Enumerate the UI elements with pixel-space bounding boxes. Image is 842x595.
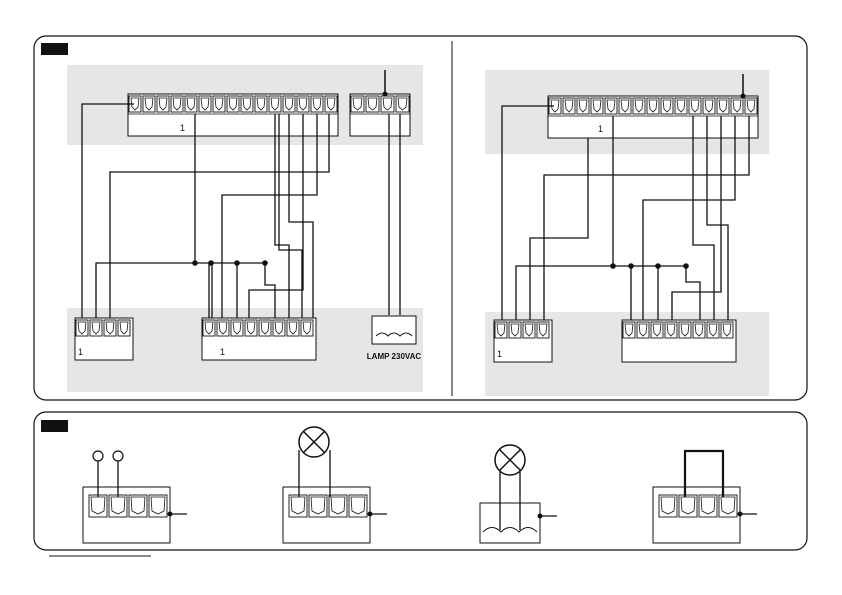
terminal-cell <box>349 495 367 517</box>
lamp-icon <box>299 427 329 457</box>
terminal-cell <box>366 96 379 112</box>
terminal-cell <box>109 495 127 517</box>
terminal-cell <box>329 495 347 517</box>
right-wiring-diagram: 1 1 <box>485 70 769 396</box>
left-bottom-terminal-8way: 1 <box>202 318 316 360</box>
terminal-cell <box>509 322 521 338</box>
terminal-cell <box>623 322 635 338</box>
terminal-cell <box>679 495 697 517</box>
terminal-cell <box>129 495 147 517</box>
terminal-cell <box>185 96 197 112</box>
switch-contact-right <box>113 451 123 461</box>
terminal-cell <box>651 322 663 338</box>
fig2-option-d-jumper <box>653 451 757 543</box>
terminal-cell <box>605 98 617 114</box>
terminal-cell <box>703 98 715 114</box>
terminal-cell <box>297 96 309 112</box>
terminal-cell <box>717 98 729 114</box>
terminal-cell <box>143 96 155 112</box>
terminal-cell <box>591 98 603 114</box>
right-main-strip-label: 1 <box>598 124 603 134</box>
terminal-cell <box>693 322 705 338</box>
terminal-cell <box>157 96 169 112</box>
terminal-cell <box>699 495 717 517</box>
terminal-cell <box>309 495 327 517</box>
fig2-option-c-lamp-socket <box>480 445 557 543</box>
terminal-cell <box>325 96 337 112</box>
terminal-cell <box>731 98 743 114</box>
figure-1-badge <box>41 43 68 55</box>
left-main-terminal-strip: 1 <box>128 94 338 136</box>
terminal-cell <box>745 98 757 114</box>
terminal-cell <box>577 98 589 114</box>
terminal-cell <box>76 320 88 336</box>
right-bottom-terminal-4way: 1 <box>494 320 552 362</box>
lamp-230vac-label: LAMP 230VAC <box>367 352 422 361</box>
left-bottom-mid-label: 1 <box>220 347 225 357</box>
terminal-cell <box>719 495 737 517</box>
fig2-option-a-switches <box>83 451 187 543</box>
terminal-cell <box>637 322 649 338</box>
terminal-cell <box>118 320 130 336</box>
lamp-icon <box>495 445 525 475</box>
terminal-cell <box>537 322 549 338</box>
terminal-cell <box>563 98 575 114</box>
right-bottom-terminal-8way <box>622 320 736 362</box>
terminal-cell <box>273 320 285 336</box>
switch-contact-left <box>93 451 103 461</box>
terminal-cell <box>245 320 257 336</box>
left-lamp-socket: LAMP 230VAC <box>367 316 422 361</box>
terminal-cell <box>255 96 267 112</box>
terminal-cell <box>301 320 313 336</box>
terminal-cell <box>283 96 295 112</box>
terminal-cell <box>231 320 243 336</box>
terminal-cell <box>659 495 677 517</box>
terminal-cell <box>675 98 687 114</box>
terminal-cell <box>707 322 719 338</box>
terminal-cell <box>619 98 631 114</box>
terminal-cell <box>523 322 535 338</box>
terminal-cell <box>171 96 183 112</box>
terminal-cell <box>89 495 107 517</box>
terminal-cell <box>351 96 364 112</box>
figure-2-badge <box>41 420 68 432</box>
terminal-cell <box>149 495 167 517</box>
terminal-cell <box>381 96 394 112</box>
terminal-cell <box>311 96 323 112</box>
terminal-cell <box>396 96 409 112</box>
left-main-strip-label: 1 <box>180 123 185 133</box>
right-bottom-left-label: 1 <box>497 349 502 359</box>
terminal-cell <box>661 98 673 114</box>
left-wiring-diagram: 1 <box>67 65 423 392</box>
terminal-cell <box>259 320 271 336</box>
terminal-cell <box>241 96 253 112</box>
terminal-cell <box>104 320 116 336</box>
terminal-cell <box>287 320 299 336</box>
fig2-option-b-lamp <box>283 427 387 543</box>
left-bottom-terminal-4way: 1 <box>75 318 133 360</box>
terminal-cell <box>721 322 733 338</box>
terminal-cell <box>647 98 659 114</box>
terminal-cell <box>203 320 215 336</box>
terminal-cell <box>199 96 211 112</box>
left-bottom-left-label: 1 <box>78 347 83 357</box>
terminal-cell <box>227 96 239 112</box>
terminal-cell <box>679 322 691 338</box>
terminal-cell <box>689 98 701 114</box>
terminal-cell <box>289 495 307 517</box>
terminal-cell <box>269 96 281 112</box>
terminal-cell <box>633 98 645 114</box>
terminal-cell <box>213 96 225 112</box>
terminal-cell <box>217 320 229 336</box>
terminal-cell <box>665 322 677 338</box>
terminal-cell <box>90 320 102 336</box>
terminal-cell <box>495 322 507 338</box>
